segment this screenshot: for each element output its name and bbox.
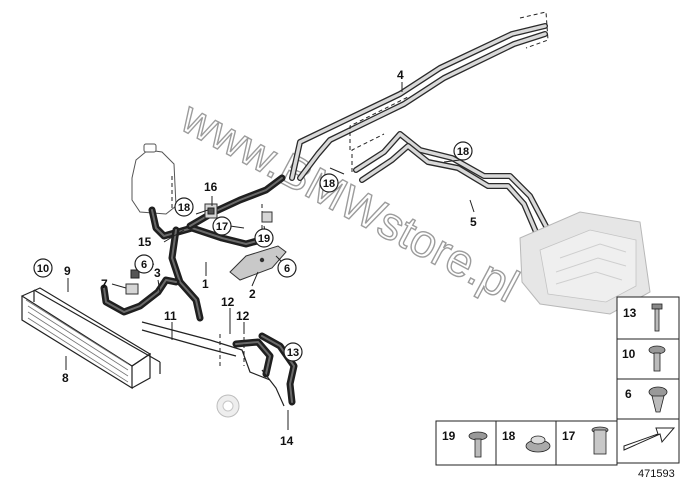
callout-18a-circle xyxy=(174,197,194,217)
callout-18b-circle xyxy=(319,173,339,193)
callout-6b-circle xyxy=(277,258,297,278)
radiator-8[interactable] xyxy=(20,287,152,390)
legend-label-17: 17 xyxy=(562,429,576,443)
legend-label-19: 19 xyxy=(442,429,456,443)
callout-7: 7 xyxy=(101,277,108,291)
callout-14: 14 xyxy=(280,434,294,448)
callout-13-circle xyxy=(283,342,303,362)
callout-11: 11 xyxy=(164,309,177,323)
callout-13: 13 xyxy=(287,347,299,359)
hose-3[interactable] xyxy=(100,276,180,316)
callout-12a: 12 xyxy=(221,295,235,309)
hose-1[interactable] xyxy=(168,226,204,322)
legend-label-18: 18 xyxy=(502,429,516,443)
callout-19-circle xyxy=(254,228,274,248)
callout-8: 8 xyxy=(62,371,69,385)
pump-part xyxy=(216,394,240,418)
diagram-number: 471593 xyxy=(638,468,675,480)
bracket-16[interactable] xyxy=(204,203,218,219)
screw-10-icon xyxy=(648,345,666,372)
callout-17-circle xyxy=(212,216,232,236)
legend-box-13 xyxy=(616,296,680,340)
callout-labels: 4 5 16 15 1 2 3 7 9 8 11 12 12 14 10 6 6… xyxy=(33,68,477,448)
expansion-tank xyxy=(131,143,177,215)
legend-box-19 xyxy=(435,420,497,466)
line-11[interactable] xyxy=(141,321,271,381)
callout-3: 3 xyxy=(154,266,161,280)
callout-2: 2 xyxy=(249,287,256,301)
callout-6b: 6 xyxy=(284,263,290,275)
callout-6a-circle xyxy=(134,254,154,274)
clamp-19-part[interactable] xyxy=(261,211,273,223)
screw-6-icon xyxy=(648,386,668,413)
legend-box-10 xyxy=(616,338,680,380)
legend-box-18 xyxy=(495,420,557,466)
callout-18c-circle xyxy=(453,141,473,161)
callout-10: 10 xyxy=(37,263,49,275)
direction-arrow-icon xyxy=(623,427,676,451)
bracket-2[interactable] xyxy=(229,245,287,281)
callout-4: 4 xyxy=(397,68,404,82)
bracket-7[interactable] xyxy=(125,283,139,295)
legend-bottom: 19 18 17 xyxy=(435,420,618,466)
callout-12b: 12 xyxy=(236,309,250,323)
rivet-nut-17-icon xyxy=(591,426,609,455)
line-assembly-4[interactable] xyxy=(289,11,549,181)
legend-box-17 xyxy=(555,420,618,466)
callout-9: 9 xyxy=(64,264,71,278)
hose-14[interactable] xyxy=(258,332,298,407)
legend-label-6: 6 xyxy=(625,387,632,401)
nut-18-icon xyxy=(525,435,551,453)
callout-18a: 18 xyxy=(178,202,190,214)
callout-19: 19 xyxy=(258,233,270,245)
hose-12[interactable] xyxy=(219,330,274,378)
callout-17: 17 xyxy=(216,221,228,233)
legend-label-10: 10 xyxy=(622,347,636,361)
callout-16: 16 xyxy=(204,180,218,194)
watermark-text: www.BMWstore.pl xyxy=(172,90,527,312)
legend-label-13: 13 xyxy=(623,306,637,320)
callout-6a: 6 xyxy=(141,259,147,271)
clip-6-left[interactable] xyxy=(130,269,140,279)
legend-side: 13 10 6 xyxy=(616,296,680,464)
screw-13-icon xyxy=(651,303,663,332)
callout-5: 5 xyxy=(470,215,477,229)
frame-9[interactable] xyxy=(33,289,161,374)
electronics-module xyxy=(519,211,651,315)
callout-18c: 18 xyxy=(457,146,469,158)
screw-19-icon xyxy=(468,431,488,458)
callout-15: 15 xyxy=(138,235,152,249)
legend-box-arrow xyxy=(616,418,680,464)
callout-10-circle xyxy=(33,258,53,278)
callout-18b: 18 xyxy=(323,178,335,190)
callout-1: 1 xyxy=(202,277,209,291)
